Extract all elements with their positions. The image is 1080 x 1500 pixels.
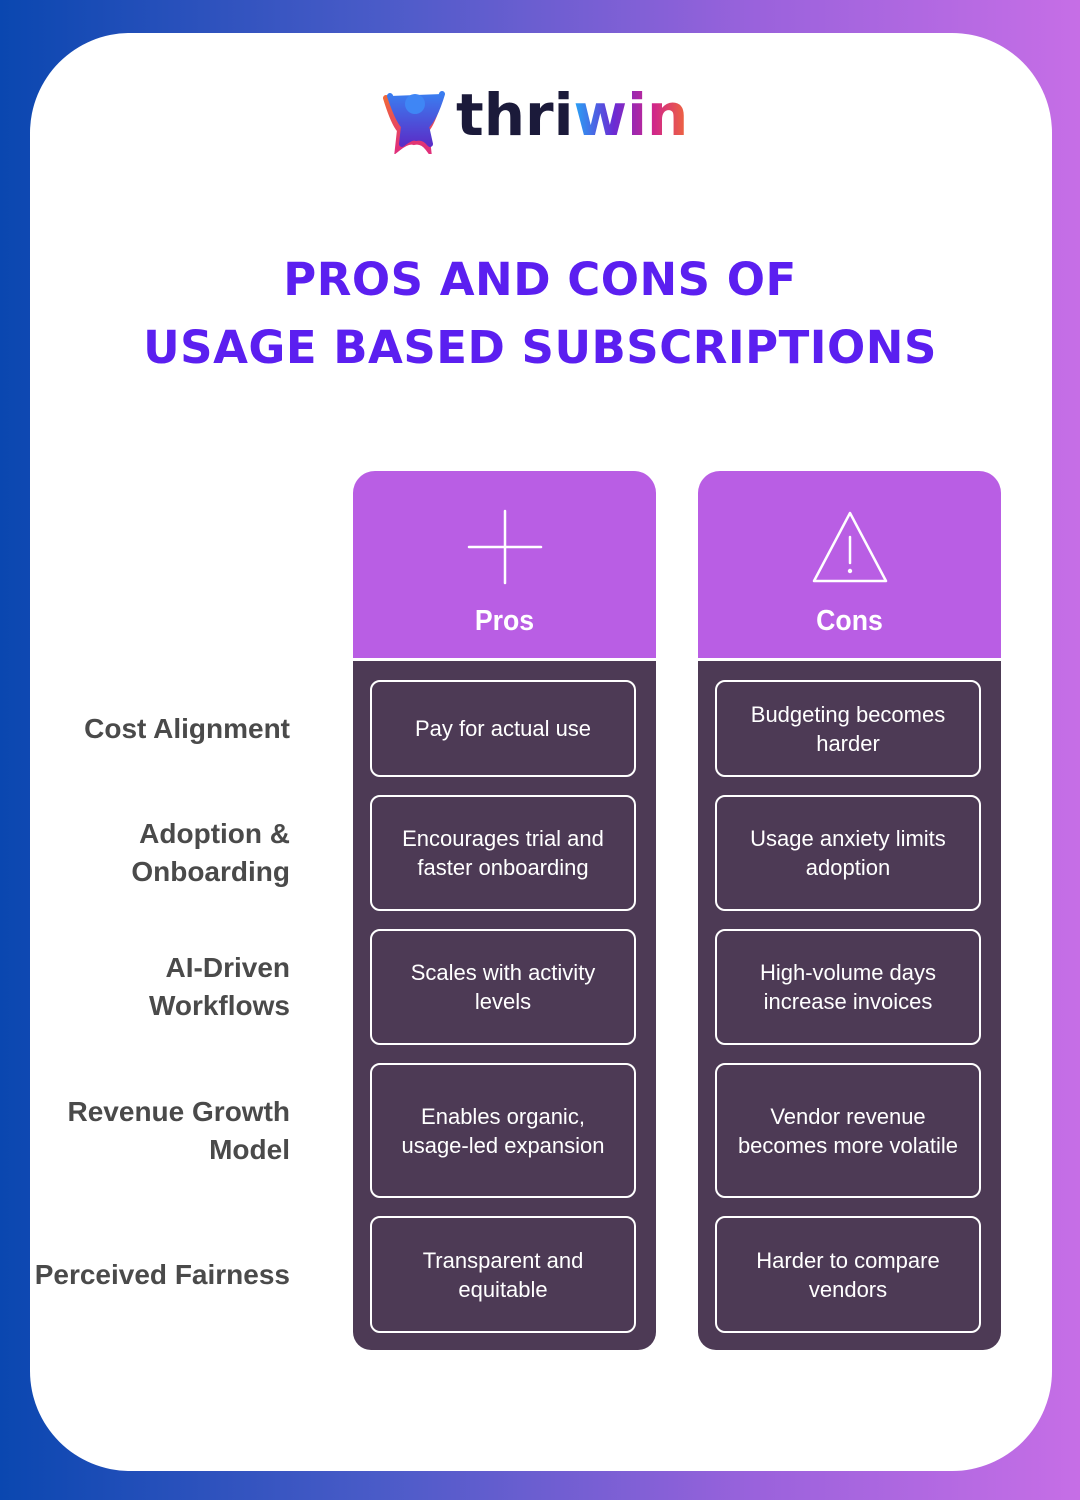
pro-cell-revenue-growth-model: Enables organic, usage-led expansion (370, 1063, 636, 1198)
brand-name-gradient: win (573, 81, 689, 149)
pros-label: Pros (474, 605, 535, 637)
pro-cell-adoption-onboarding: Encourages trial and faster onboarding (370, 795, 636, 911)
brand-logo: thriwin (378, 84, 688, 154)
brand-name: thriwin (456, 86, 688, 144)
cons-panel: Cons Budgeting becomes harder Usage anxi… (698, 471, 1001, 1350)
brand-name-dark: thri (456, 81, 574, 149)
title-line-2: USAGE BASED SUBSCRIPTIONS (143, 321, 937, 374)
pros-body: Pay for actual use Encourages trial and … (353, 661, 656, 1350)
row-label-cost-alignment: Cost Alignment (84, 713, 290, 744)
row-label-revenue-growth-model: Revenue Growth Model (67, 1096, 290, 1165)
cons-body: Budgeting becomes harder Usage anxiety l… (698, 661, 1001, 1350)
person-cheering-icon (383, 91, 445, 154)
con-cell-perceived-fairness: Harder to compare vendors (715, 1216, 981, 1333)
plus-icon (467, 509, 543, 585)
pros-panel: Pros Pay for actual use Encourages trial… (353, 471, 656, 1350)
cons-header: Cons (698, 471, 1001, 658)
pro-cell-cost-alignment: Pay for actual use (370, 680, 636, 777)
warning-triangle-icon (812, 511, 888, 583)
con-cell-adoption-onboarding: Usage anxiety limits adoption (715, 795, 981, 911)
row-label-adoption-onboarding: Adoption & Onboarding (131, 818, 290, 887)
cons-label: Cons (816, 605, 883, 637)
title-line-1: PROS AND CONS OF (283, 253, 797, 306)
pro-cell-perceived-fairness: Transparent and equitable (370, 1216, 636, 1333)
con-cell-ai-driven-workflows: High-volume days increase invoices (715, 929, 981, 1045)
page-title: PROS AND CONS OF USAGE BASED SUBSCRIPTIO… (0, 246, 1080, 382)
pro-cell-ai-driven-workflows: Scales with activity levels (370, 929, 636, 1045)
row-label-perceived-fairness: Perceived Fairness (34, 1259, 290, 1290)
row-label-ai-driven-workflows: AI-Driven Workflows (148, 952, 290, 1021)
con-cell-revenue-growth-model: Vendor revenue becomes more volatile (715, 1063, 981, 1198)
con-cell-cost-alignment: Budgeting becomes harder (715, 680, 981, 777)
pros-header: Pros (353, 471, 656, 658)
